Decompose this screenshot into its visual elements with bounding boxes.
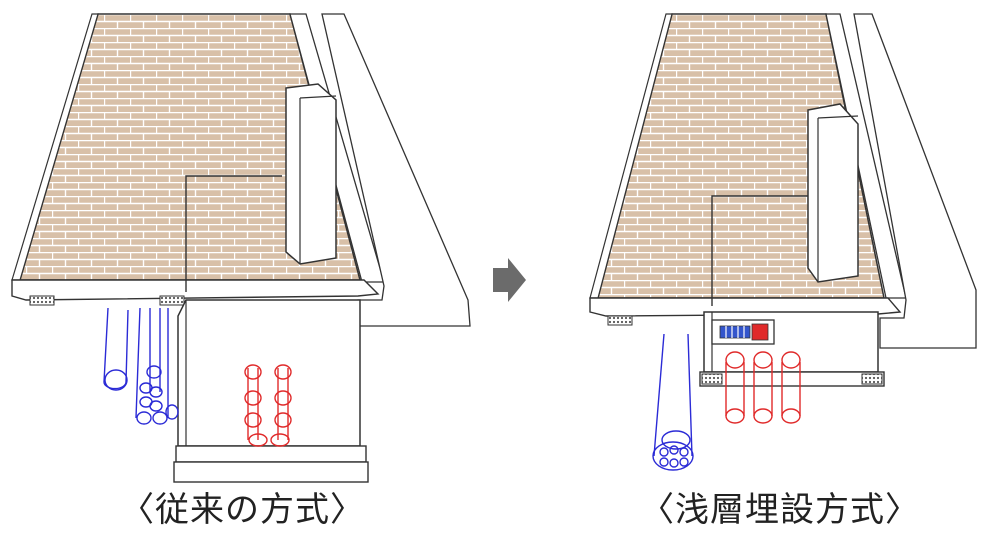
transformer-cabinet-right	[807, 103, 859, 283]
roadway-right	[853, 13, 977, 349]
conventional-method-diagram	[11, 13, 471, 483]
slab-edge-mid	[159, 295, 185, 306]
shallow-burial-diagram	[589, 13, 977, 471]
panel-power-block	[751, 323, 769, 341]
telecom-pipe-shallow	[652, 333, 694, 471]
slab-edge-left-right	[607, 315, 633, 326]
power-pipes-shallow	[725, 351, 801, 424]
shallow-box-outline-top	[711, 195, 808, 306]
telecom-pipes-conventional	[103, 307, 179, 425]
panel-telecom-strip	[719, 325, 751, 339]
right-arrow-icon	[493, 258, 526, 302]
sidewalk-slab	[11, 279, 380, 301]
deep-cable-vault	[177, 299, 361, 447]
slab-edge-left	[29, 295, 55, 306]
conventional-method-caption: 〈従来の方式〉	[120, 490, 365, 530]
shallow-burial-caption: 〈浅層埋設方式〉	[640, 490, 920, 530]
transformer-cabinet	[285, 83, 337, 265]
power-pipes-conventional	[244, 364, 292, 447]
vault-outline-top	[185, 175, 282, 292]
shallow-base-dots-left	[701, 373, 723, 385]
vault-footing	[173, 461, 369, 483]
shallow-base-dots-right	[861, 373, 883, 385]
vault-base	[175, 445, 367, 463]
shallow-box-base	[699, 371, 885, 387]
